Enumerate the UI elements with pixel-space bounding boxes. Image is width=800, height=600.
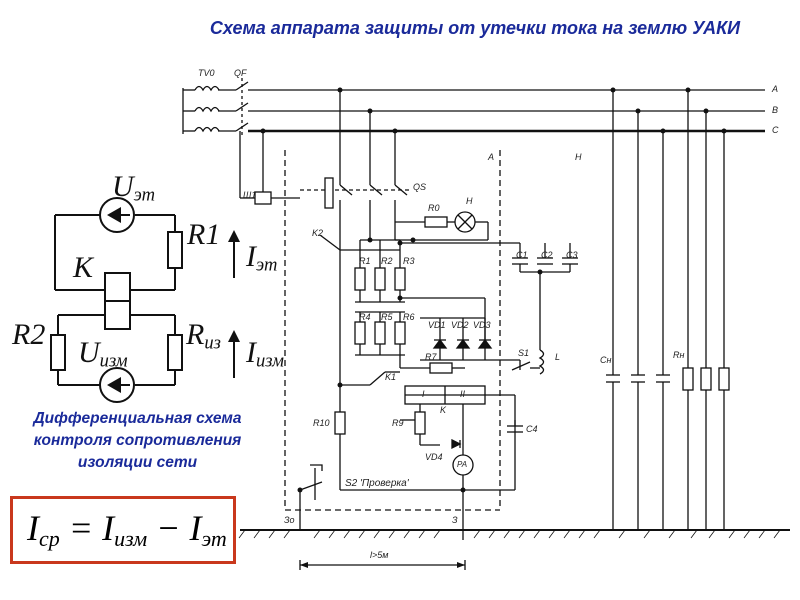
label-block-n: H bbox=[575, 152, 582, 162]
label-vd2: VD2 bbox=[451, 320, 469, 330]
label-s2-check: S2 'Проверка' bbox=[345, 478, 409, 489]
label-r10: R10 bbox=[313, 418, 330, 428]
label-r6: R6 bbox=[403, 312, 415, 322]
label-r4: R4 bbox=[359, 312, 371, 322]
label-r-iz: Rиз bbox=[186, 318, 221, 354]
caption-line-3: изоляции сети bbox=[77, 454, 198, 471]
label-s1: S1 bbox=[518, 348, 530, 358]
label-vd4: VD4 bbox=[425, 452, 443, 462]
label-qf: QF bbox=[234, 68, 247, 78]
label-phase-a: A bbox=[772, 84, 779, 94]
label-cn: Cн bbox=[600, 355, 612, 365]
current-difference-formula: Iср = Iизм − Iэт bbox=[27, 508, 227, 551]
label-r2: R2 bbox=[12, 318, 46, 351]
label-i-et: Iэт bbox=[246, 240, 278, 276]
label-ground-z: З bbox=[452, 515, 458, 525]
label-h: H bbox=[466, 196, 473, 206]
label-r9: R9 bbox=[392, 418, 404, 428]
label-r7: R7 bbox=[425, 352, 437, 362]
label-k: K bbox=[73, 251, 94, 284]
label-vd3: VD3 bbox=[473, 320, 491, 330]
label-phase-c: C bbox=[772, 125, 779, 135]
label-rn: Rн bbox=[673, 350, 685, 360]
label-distance: l>5м bbox=[370, 550, 389, 560]
label-vd1: VD1 bbox=[428, 320, 446, 330]
diagram-caption: Дифференциальная схема контроля сопротив… bbox=[10, 408, 265, 474]
label-i-izm: Iизм bbox=[246, 336, 284, 372]
label-l: L bbox=[555, 352, 561, 362]
label-k1: K1 bbox=[385, 372, 397, 382]
label-r3: R3 bbox=[403, 256, 415, 266]
formula-box: Iср = Iизм − Iэт bbox=[10, 496, 236, 564]
label-pa: PA bbox=[457, 460, 468, 469]
label-c3: C3 bbox=[566, 250, 578, 260]
label-block-a: A bbox=[488, 152, 495, 162]
label-sh1: Ш1 bbox=[243, 190, 257, 200]
label-c4: C4 bbox=[526, 424, 538, 434]
label-qs: QS bbox=[413, 182, 427, 192]
label-phase-b: B bbox=[772, 105, 779, 115]
page-title: Схема аппарата защиты от утечки тока на … bbox=[209, 18, 741, 38]
label-u-izm: Uизм bbox=[78, 336, 128, 372]
label-c1: C1 bbox=[516, 250, 528, 260]
label-r0: R0 bbox=[428, 203, 440, 213]
label-relay-i: I bbox=[422, 389, 425, 399]
caption-line-2: контроля сопротивления bbox=[33, 432, 242, 449]
label-relay-k: K bbox=[440, 405, 447, 415]
label-ground-z0: Зо bbox=[284, 515, 295, 525]
label-r1: R1 bbox=[359, 256, 371, 266]
label-r5: R5 bbox=[381, 312, 393, 322]
label-r1: R1 bbox=[187, 218, 221, 251]
label-tv0: TV0 bbox=[198, 68, 215, 78]
label-relay-ii: II bbox=[460, 389, 466, 399]
label-r2: R2 bbox=[381, 256, 393, 266]
label-c2: C2 bbox=[541, 250, 553, 260]
label-u-et: Uэт bbox=[112, 170, 156, 206]
label-k2: K2 bbox=[312, 228, 324, 238]
caption-line-1: Дифференциальная схема bbox=[33, 410, 242, 427]
